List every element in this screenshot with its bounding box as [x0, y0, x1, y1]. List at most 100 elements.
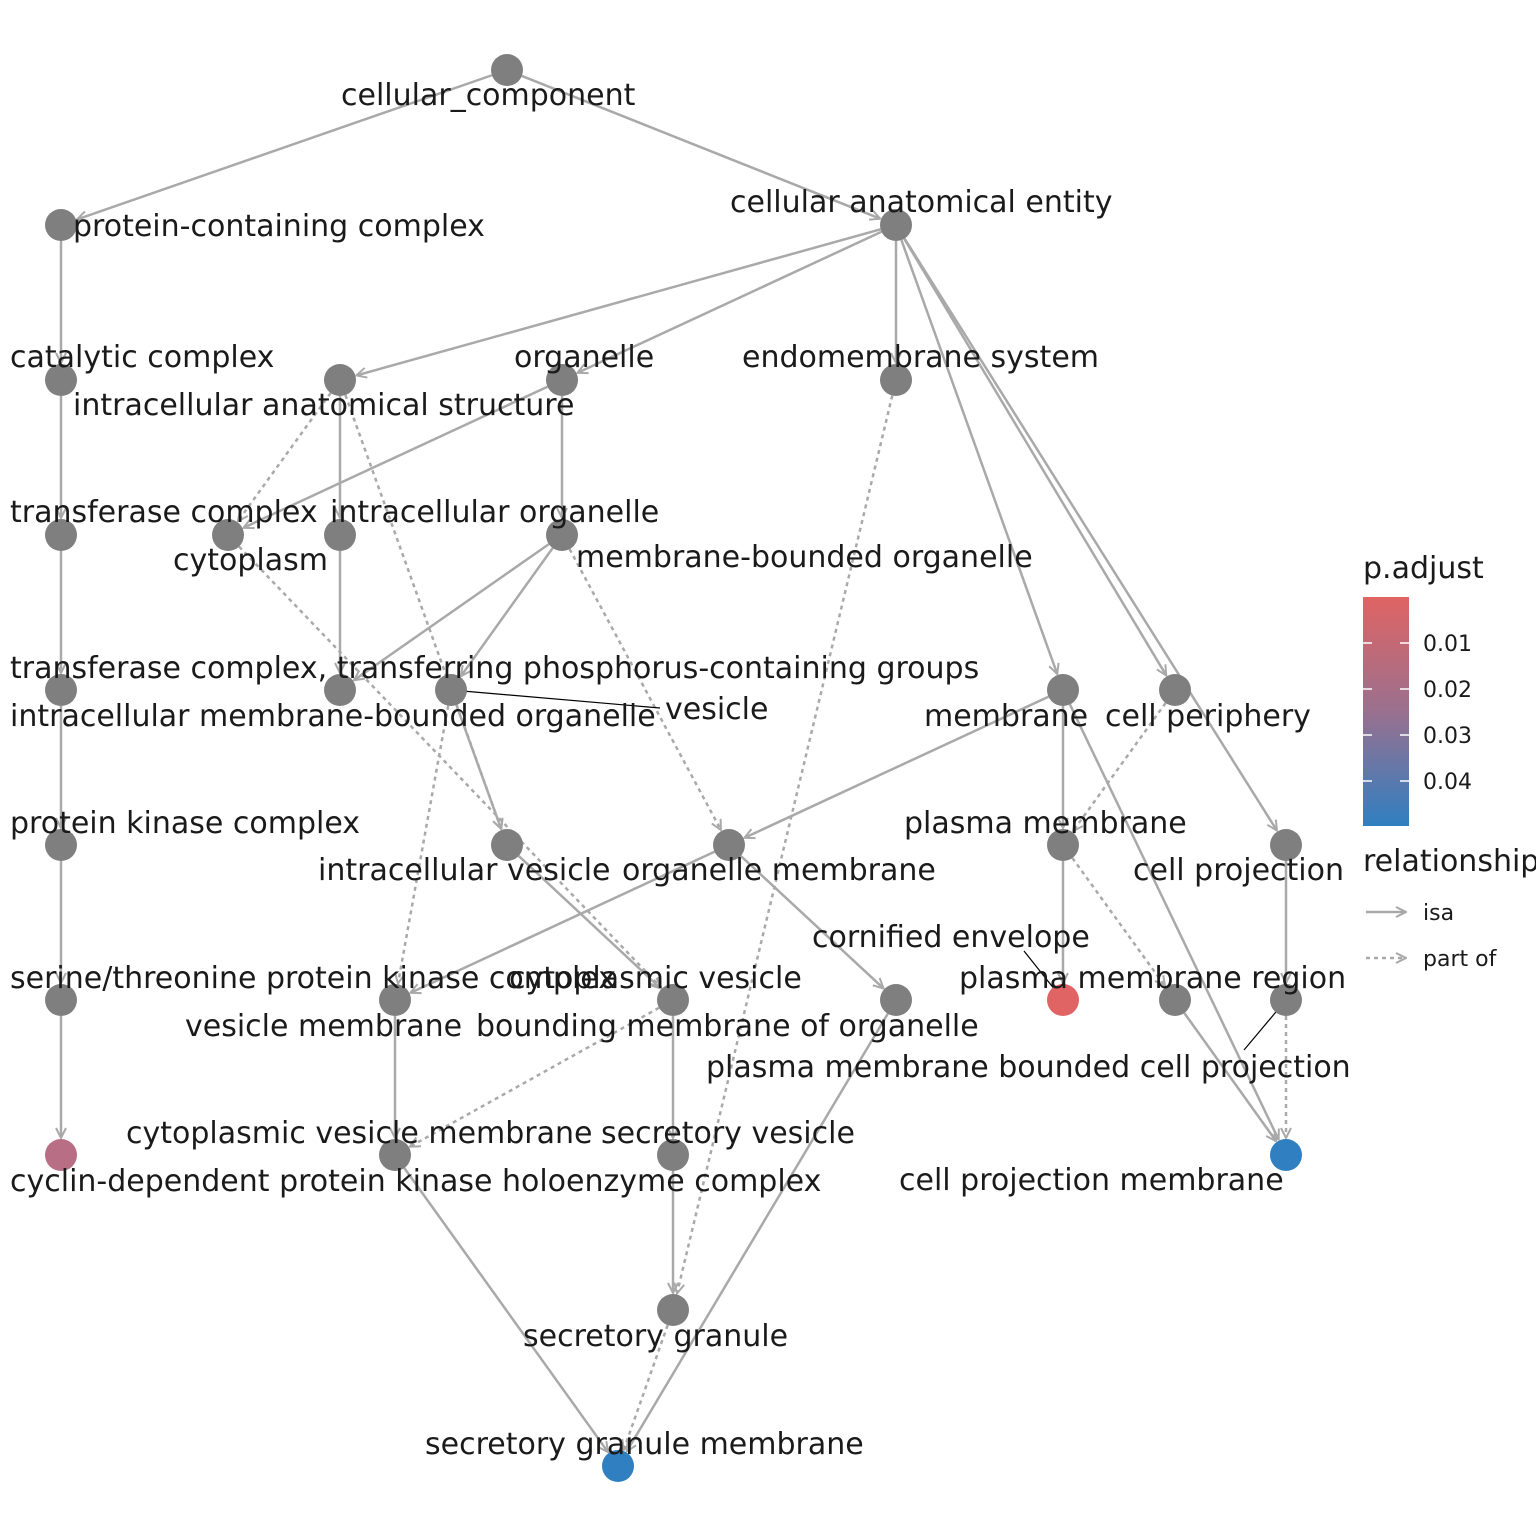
edge-part-of — [568, 548, 723, 830]
legend-relationship-title: relationship — [1363, 844, 1536, 879]
node-secretory-granule — [657, 1294, 689, 1326]
node-cell-projection — [1270, 829, 1302, 861]
node-label-cytoplasmic-vesicle: cytoplasmic vesicle — [509, 961, 802, 996]
legend-isa-label: isa — [1423, 901, 1454, 926]
edge-isa — [1183, 1012, 1276, 1141]
node-label-cell-periphery: cell periphery — [1105, 699, 1311, 734]
node-organelle — [546, 364, 578, 396]
edge-isa — [1068, 703, 1279, 1139]
node-intracellular-vesicle — [491, 829, 523, 861]
node-label-cellular-anatomical-entity: cellular anatomical entity — [730, 185, 1113, 220]
edge-isa — [455, 704, 501, 829]
edge-isa — [903, 237, 1277, 831]
edge-part-of — [398, 705, 450, 984]
node-cytoplasm — [212, 519, 244, 551]
node-label-intracellular-anatomical-structure: intracellular anatomical structure — [73, 388, 574, 423]
node-label-plasma-membrane-bounded-cell-projection: plasma membrane bounded cell projection — [706, 1050, 1351, 1085]
edge-isa — [243, 385, 549, 528]
node-transferase-complex-transferring-phosphorus-containing-groups — [45, 674, 77, 706]
node-label-cell-projection: cell projection — [1133, 853, 1344, 888]
label-leader-line — [450, 689, 661, 709]
node-vesicle — [435, 674, 467, 706]
edge-isa — [739, 854, 884, 989]
edge-isa — [77, 74, 493, 219]
node-intracellular-organelle — [324, 519, 356, 551]
edge-part-of — [238, 545, 661, 988]
edge-part-of — [1073, 702, 1167, 831]
node-endomembrane-system — [880, 364, 912, 396]
node-serine-threonine-protein-kinase-complex — [45, 984, 77, 1016]
node-cornified-envelope — [1047, 984, 1079, 1016]
edge-isa — [903, 238, 1166, 676]
node-label-plasma-membrane-region: plasma membrane region — [959, 961, 1346, 996]
node-secretory-vesicle — [657, 1139, 689, 1171]
node-label-cytoplasm: cytoplasm — [173, 543, 328, 578]
edge-isa — [356, 228, 881, 375]
legend-tick-label: 0.03 — [1423, 724, 1472, 749]
node-membrane — [1047, 674, 1079, 706]
edge-part-of — [677, 395, 894, 1294]
node-label-cyclin-dependent-protein-kinase-holoenzyme-complex: cyclin-dependent protein kinase holoenzy… — [10, 1164, 821, 1199]
legend-color-title: p.adjust — [1363, 551, 1484, 586]
node-cellular-component — [491, 54, 523, 86]
node-label-bounding-membrane-of-organelle: bounding membrane of organelle — [476, 1009, 979, 1044]
node-label-cytoplasmic-vesicle-membrane: cytoplasmic vesicle membrane — [126, 1116, 592, 1151]
node-catalytic-complex — [45, 364, 77, 396]
node-label-organelle: organelle — [514, 340, 654, 375]
node-label-secretory-granule-membrane: secretory granule membrane — [425, 1427, 864, 1462]
node-plasma-membrane-region — [1159, 984, 1191, 1016]
node-label-endomembrane-system: endomembrane system — [742, 340, 1099, 375]
legend-tick-label: 0.02 — [1423, 678, 1472, 703]
node-protein-containing-complex — [45, 209, 77, 241]
edge-part-of — [238, 392, 332, 521]
node-membrane-bounded-organelle — [546, 519, 578, 551]
labels-layer: cellular_component protein-containing com… — [10, 78, 1351, 1462]
edge-isa — [410, 850, 716, 993]
edge-isa — [521, 74, 880, 219]
node-label-transferase-complex: transferase complex — [10, 495, 318, 530]
edge-isa — [403, 1167, 608, 1452]
node-bounding-membrane-of-organelle — [880, 984, 912, 1016]
node-cell-periphery — [1159, 674, 1191, 706]
node-label-membrane-bounded-organelle: membrane-bounded organelle — [576, 540, 1033, 575]
edge-part-of — [1071, 857, 1165, 986]
edge-isa — [627, 1013, 889, 1452]
node-label-intracellular-organelle: intracellular organelle — [330, 495, 659, 530]
node-plasma-membrane — [1047, 829, 1079, 861]
node-cell-projection-membrane — [1270, 1139, 1302, 1171]
legend-tick-label: 0.01 — [1423, 632, 1472, 657]
node-cytoplasmic-vesicle — [657, 984, 689, 1016]
edges-layer — [61, 74, 1286, 1452]
node-label-protein-kinase-complex: protein kinase complex — [10, 806, 360, 841]
edge-isa — [517, 855, 661, 988]
legend-part-of-label: part of — [1423, 947, 1498, 972]
node-label-organelle-membrane: organelle membrane — [622, 853, 936, 888]
node-label-cornified-envelope: cornified envelope — [812, 920, 1090, 955]
node-label-cell-projection-membrane: cell projection membrane — [899, 1163, 1284, 1198]
node-intracellular-anatomical-structure — [324, 364, 356, 396]
node-cellular-anatomical-entity — [880, 209, 912, 241]
node-label-intracellular-vesicle: intracellular vesicle — [318, 853, 611, 888]
node-cytoplasmic-vesicle-membrane — [379, 1139, 411, 1171]
legend: p.adjust 0.01 0.02 0.03 0.04 relationshi… — [1363, 551, 1536, 972]
node-cyclin-dependent-protein-kinase-holoenzyme-complex — [45, 1139, 77, 1171]
node-plasma-membrane-bounded-cell-projection — [1270, 984, 1302, 1016]
legend-tick-label: 0.04 — [1423, 770, 1472, 795]
legend-colorbar-tickmarks — [1363, 642, 1409, 782]
nodes-layer — [45, 54, 1302, 1482]
node-label-catalytic-complex: catalytic complex — [10, 340, 274, 375]
node-label-secretory-granule: secretory granule — [523, 1319, 788, 1354]
node-transferase-complex — [45, 519, 77, 551]
node-label-membrane: membrane — [924, 699, 1088, 734]
node-label-cellular-component: cellular_component — [341, 78, 636, 113]
node-label-vesicle: vesicle — [665, 692, 768, 727]
edge-part-of — [624, 1324, 669, 1450]
edge-isa — [461, 547, 554, 676]
node-label-protein-containing-complex: protein-containing complex — [73, 209, 485, 244]
legend-colorbar — [1363, 597, 1409, 826]
node-protein-kinase-complex — [45, 829, 77, 861]
node-secretory-granule-membrane — [602, 1450, 634, 1482]
node-label-vesicle-membrane: vesicle membrane — [185, 1009, 462, 1044]
edge-isa — [577, 230, 883, 373]
node-label-plasma-membrane: plasma membrane — [904, 806, 1187, 841]
